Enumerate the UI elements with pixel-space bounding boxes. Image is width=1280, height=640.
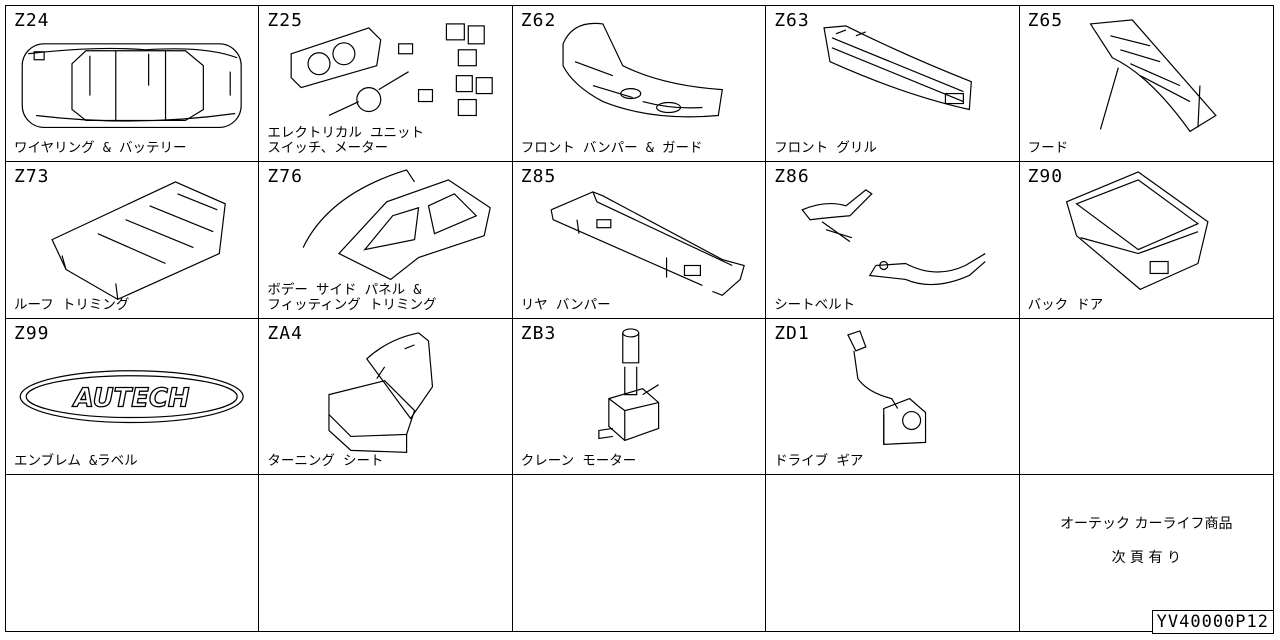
part-code: Z63: [774, 10, 810, 31]
rear-bumper-icon: [513, 162, 765, 317]
part-label: フロント バンパー & ガード: [520, 140, 703, 157]
part-label: クレーン モーター: [520, 452, 637, 469]
cell-z63[interactable]: Z63 フロント グリル: [766, 6, 1020, 163]
emblem-text: AUTECH: [72, 383, 190, 413]
part-code: ZD1: [774, 322, 810, 344]
front-grille-icon: [766, 6, 1018, 161]
cell-zd1[interactable]: ZD1 ドライブ ギア: [766, 318, 1020, 475]
part-label: バック ドア: [1027, 296, 1104, 313]
cell-z99[interactable]: AUTECH Z99 エンブレム &ラベル: [6, 318, 260, 475]
part-label: ターニング シート: [267, 452, 384, 469]
part-label: ルーフ トリミング: [14, 296, 130, 313]
note-line-2: 次 頁 有 り: [1111, 549, 1181, 566]
empty-cell: [513, 474, 767, 631]
part-code: Z25: [267, 10, 303, 31]
part-code: Z24: [14, 10, 50, 31]
cell-z90[interactable]: Z90 バック ドア: [1019, 162, 1273, 319]
part-label: エンブレム &ラベル: [14, 452, 138, 469]
part-label: ワイヤリング & バッテリー: [14, 140, 187, 157]
parts-index-grid: Z24 ワイヤリング & バッテリー Z25 エレクトリカル ユニット スイッチ…: [5, 5, 1274, 632]
part-label: フード: [1027, 140, 1069, 157]
empty-cell: [259, 474, 513, 631]
cell-zb3[interactable]: ZB3 クレーン モーター: [512, 318, 767, 475]
empty-cell: [766, 474, 1020, 631]
cell-za4[interactable]: ZA4 ターニング シート: [259, 318, 513, 475]
part-label: ドライブ ギア: [774, 452, 864, 469]
emblem-icon: AUTECH: [6, 319, 258, 474]
part-code: Z76: [267, 166, 303, 188]
part-code: ZB3: [520, 322, 557, 344]
part-code: Z86: [774, 166, 810, 188]
drive-gear-icon: [766, 319, 1018, 474]
page-id: YV40000P12: [1151, 610, 1274, 634]
part-label: リヤ バンパー: [520, 296, 611, 313]
part-label: ボデー サイド パネル & フィッティング トリミング: [267, 281, 437, 313]
part-code: Z85: [520, 166, 557, 188]
cell-z73[interactable]: Z73 ルーフ トリミング: [6, 162, 260, 319]
note-cell: オーテック カーライフ商品 次 頁 有 り: [1020, 475, 1273, 631]
empty-cell: [1019, 319, 1273, 475]
back-door-icon: [1020, 162, 1273, 317]
electrical-unit-parts-icon: [259, 6, 511, 161]
cell-z24[interactable]: Z24 ワイヤリング & バッテリー: [6, 6, 260, 163]
empty-cell: [6, 474, 260, 631]
cell-z65[interactable]: Z65 フード: [1019, 6, 1273, 163]
cell-z86[interactable]: Z86 シートベルト: [766, 162, 1020, 319]
part-code: Z90: [1027, 166, 1064, 188]
car-wiring-diagram-icon: [6, 6, 258, 161]
part-label: エレクトリカル ユニット スイッチ、メーター: [267, 125, 425, 157]
part-code: ZA4: [267, 322, 303, 344]
front-bumper-icon: [513, 6, 765, 161]
part-code: Z73: [14, 166, 50, 188]
part-code: Z65: [1027, 10, 1064, 31]
body-side-panel-icon: [259, 162, 511, 317]
cell-z85[interactable]: Z85 リヤ バンパー: [512, 162, 767, 319]
hood-icon: [1020, 6, 1273, 161]
part-code: Z62: [520, 10, 557, 31]
cell-z62[interactable]: Z62 フロント バンパー & ガード: [512, 6, 767, 163]
crane-motor-icon: [513, 319, 765, 474]
cell-z25[interactable]: Z25 エレクトリカル ユニット スイッチ、メーター: [259, 6, 513, 163]
cell-z76[interactable]: Z76 ボデー サイド パネル & フィッティング トリミング: [259, 162, 513, 319]
part-code: Z99: [14, 322, 50, 344]
seat-belt-icon: [766, 162, 1018, 317]
part-label: シートベルト: [774, 296, 856, 313]
part-label: フロント グリル: [774, 140, 877, 157]
turning-seat-icon: [259, 319, 511, 474]
roof-trim-icon: [6, 162, 258, 317]
note-line-1: オーテック カーライフ商品: [1060, 515, 1233, 532]
